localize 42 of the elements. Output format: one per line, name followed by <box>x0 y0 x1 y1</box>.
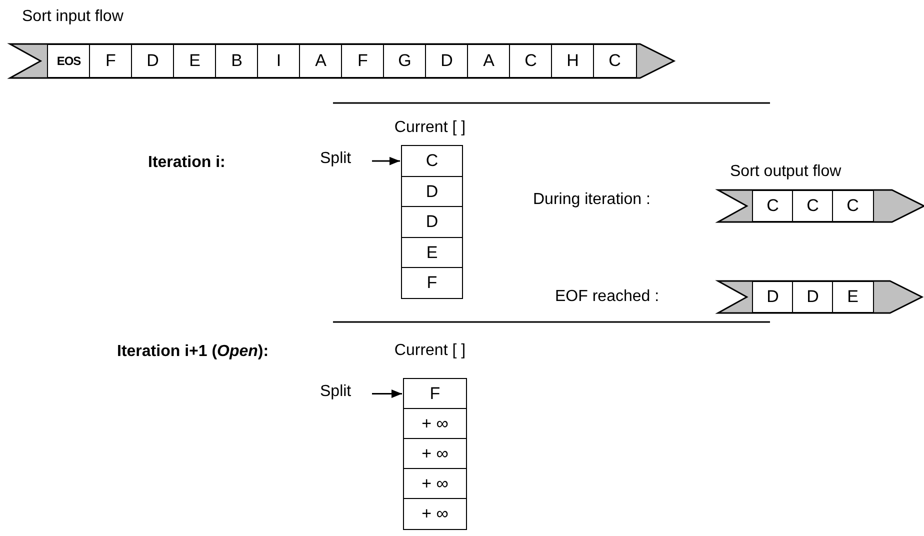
data-cell: F <box>403 378 467 410</box>
row-label: During iteration : <box>533 191 650 209</box>
data-cell: + ∞ <box>403 408 467 440</box>
data-cell: D <box>131 44 174 78</box>
data-cell: + ∞ <box>403 498 467 530</box>
flow-title: Sort output flow <box>730 163 842 181</box>
data-cell: C <box>792 190 834 222</box>
arrow <box>372 156 400 166</box>
data-cell: D <box>752 281 794 313</box>
data-cell: D <box>401 206 463 238</box>
data-cell: B <box>215 44 258 78</box>
data-cell: C <box>752 190 794 222</box>
split-pointer-label: Split <box>320 150 364 170</box>
data-cell: E <box>173 44 216 78</box>
data-cell: E <box>401 236 463 269</box>
data-cell: D <box>401 176 463 208</box>
row-label: Iteration i+1 (Open): <box>117 343 269 361</box>
row-label: EOF reached : <box>555 288 660 306</box>
data-cell: EOS <box>47 44 90 78</box>
split-pointer-label: Split <box>320 383 364 403</box>
data-cell: A <box>467 44 510 78</box>
data-cell: H <box>551 44 594 78</box>
data-cell: I <box>257 44 300 78</box>
data-cell: F <box>401 267 463 300</box>
data-cell: D <box>792 281 834 313</box>
data-cell: D <box>425 44 468 78</box>
data-cell: + ∞ <box>403 468 467 500</box>
data-cell: + ∞ <box>403 438 467 470</box>
data-cell: E <box>832 281 874 313</box>
data-cell: F <box>341 44 384 78</box>
row-label: Iteration i: <box>148 154 226 172</box>
array-title: Current [ ] <box>393 342 467 360</box>
data-cell: C <box>401 145 463 178</box>
data-cell: C <box>832 190 874 222</box>
data-cell: A <box>299 44 342 78</box>
data-cell: C <box>509 44 552 78</box>
arrow <box>372 390 402 398</box>
data-cell: G <box>383 44 426 78</box>
array-title: Current [ ] <box>393 119 467 137</box>
data-cell: C <box>593 44 636 78</box>
data-cell: F <box>89 44 132 78</box>
flow-title: Sort input flow <box>22 8 124 26</box>
